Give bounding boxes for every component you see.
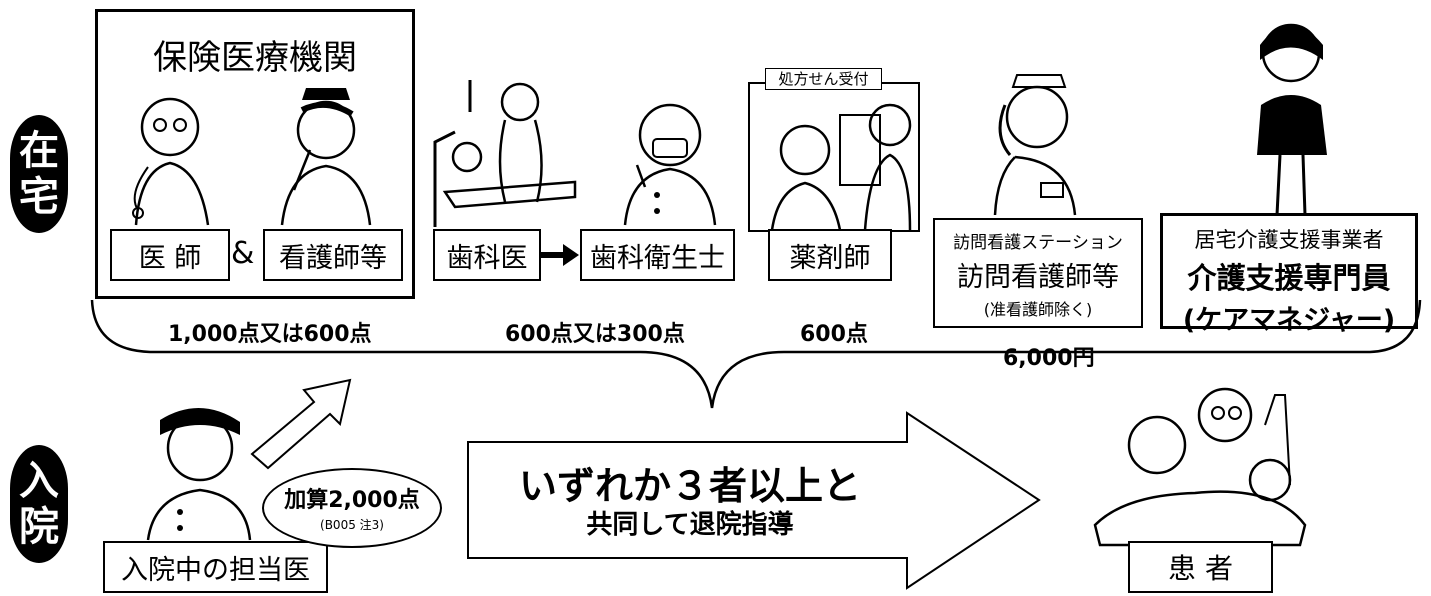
points-pharmacy: 600点: [800, 322, 868, 347]
section-label-home: 在 宅: [10, 115, 68, 233]
visiting-nurse-illustration: [993, 74, 1077, 216]
hospital-org-frame: [95, 9, 415, 299]
addition-note: (B005 注3): [320, 518, 384, 532]
outline-arrow-up-right: [250, 378, 352, 470]
dental-hygienist-label: 歯科衛生士: [580, 229, 735, 281]
points-dental: 600点又は300点: [505, 322, 685, 347]
section-label-home-char-2: 宅: [19, 174, 59, 220]
patient-label: 患 者: [1128, 541, 1273, 593]
main-arrow-line1: いずれか３者以上と: [518, 464, 861, 508]
section-label-hospital: 入 院: [10, 445, 68, 563]
doctor-illustration: [132, 97, 210, 226]
care-manager-box: 居宅介護支援事業者 介護支援専門員 (ケアマネジャー): [1160, 213, 1418, 336]
nurse-label: 看護師等: [263, 229, 403, 281]
dentist-to-hygienist-arrow: [541, 244, 579, 266]
patient-family-illustration: [1093, 387, 1307, 547]
hospital-doctor-illustration: [146, 407, 252, 541]
care-manager-label: (ケアマネジャー): [1182, 305, 1396, 336]
nurse-illustration: [280, 88, 372, 226]
care-specialist-label: 介護支援専門員: [1187, 261, 1391, 295]
pharmacist-illustration: [770, 103, 912, 231]
dentist-illustration: [433, 80, 577, 227]
care-office-label: 居宅介護支援事業者: [1194, 228, 1384, 252]
main-arrow-line2: 共同して退院指導: [586, 510, 794, 540]
section-label-home-char-1: 在: [19, 128, 59, 174]
addition-label: 加算2,000点: [284, 488, 420, 513]
doctor-label: 医 師: [110, 229, 230, 281]
section-label-hospital-char-1: 入: [19, 458, 59, 504]
hospital-org-title: 保険医療機関: [153, 38, 357, 78]
main-arrow-shape: [467, 411, 1041, 590]
dentist-label: 歯科医: [433, 229, 541, 281]
visiting-station-label: 訪問看護ステーション: [953, 233, 1123, 253]
prescription-sign: 処方せん受付: [765, 68, 882, 90]
care-manager-illustration: [1257, 23, 1327, 216]
hospital-doctor-label: 入院中の担当医: [103, 541, 328, 593]
points-medical: 1,000点又は600点: [168, 322, 372, 347]
section-label-hospital-char-2: 院: [19, 504, 59, 550]
visiting-nurse-label: 訪問看護師等: [957, 262, 1119, 293]
pharmacist-label: 薬剤師: [768, 229, 892, 281]
visiting-nurse-note: (准看護師除く): [983, 300, 1093, 319]
points-visiting: 6,000円: [1003, 346, 1095, 371]
dental-hygienist-illustration: [623, 103, 717, 226]
ampersand: &: [231, 236, 255, 271]
addition-oval: 加算2,000点 (B005 注3): [262, 468, 442, 548]
visiting-nurse-box: 訪問看護ステーション 訪問看護師等 (准看護師除く): [933, 218, 1143, 328]
